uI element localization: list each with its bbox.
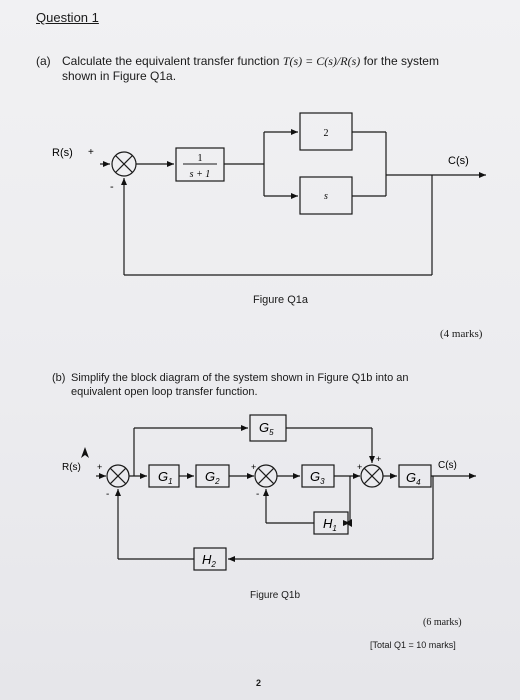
page-number: 2 [256, 678, 262, 688]
q1a-block1-denominator: s + 1 [190, 169, 211, 180]
q1b-g4-label: G4 [406, 470, 421, 487]
q1a-input-label: R(s) [52, 147, 73, 159]
figure-q1a-diagram: R(s) + - 1 s + 1 2 s C(s) [52, 112, 486, 276]
q1b-plus-sign-3: + [357, 462, 362, 472]
q1a-block1-numerator: 1 [198, 153, 203, 164]
part-b-line2: equivalent open loop transfer function. [71, 386, 258, 398]
q1b-plus-sign-2: + [251, 462, 256, 472]
part-a-marks: (4 marks) [440, 328, 483, 340]
q1b-h2-label: H2 [202, 552, 216, 569]
part-a-label: (a) [36, 54, 51, 68]
q1b-pointer-mark [81, 447, 89, 458]
part-b-marks: (6 marks) [423, 617, 462, 628]
q1a-block-bottom-label: s [324, 191, 328, 202]
q1b-minus-sign-1: - [106, 489, 109, 500]
part-a-text-before: Calculate the equivalent transfer functi… [62, 54, 280, 68]
q1b-g3-label: G3 [310, 469, 325, 486]
q1a-plus-sign: + [88, 147, 94, 158]
part-a-question: Calculate the equivalent transfer functi… [62, 54, 439, 69]
part-a-formula: T(s) = C(s)/R(s) [282, 54, 361, 68]
q1b-plus-sign-4: + [376, 454, 381, 464]
q1b-minus-sign-2: - [256, 489, 259, 500]
q1b-h1-label: H1 [323, 516, 337, 533]
q1b-output-label: C(s) [438, 460, 457, 471]
total-marks: [Total Q1 = 10 marks] [370, 640, 456, 650]
q1a-block-top-label: 2 [324, 128, 329, 139]
q1b-plus-sign-1: + [97, 462, 102, 472]
q1b-h1-arrowhead [345, 519, 352, 527]
figure-q1b-caption: Figure Q1b [250, 590, 301, 601]
q1b-g5-label: G5 [259, 420, 274, 437]
part-b-label: (b) [52, 372, 66, 384]
part-a-line2: shown in Figure Q1a. [62, 69, 177, 83]
part-b-line1: Simplify the block diagram of the system… [71, 372, 409, 384]
part-a-text-after: for the system [363, 54, 439, 68]
question-title: Question 1 [36, 10, 99, 25]
q1a-output-label: C(s) [448, 155, 469, 167]
q1a-minus-sign: - [110, 181, 114, 193]
q1b-g2-label: G2 [205, 469, 220, 486]
figure-q1b-diagram: R(s) + - + - + + C(s) G1 G2 G3 G4 G5 H1 … [62, 414, 476, 571]
q1b-input-label: R(s) [62, 462, 81, 473]
figure-q1a-caption: Figure Q1a [253, 294, 309, 306]
q1b-g1-label: G1 [158, 469, 173, 486]
